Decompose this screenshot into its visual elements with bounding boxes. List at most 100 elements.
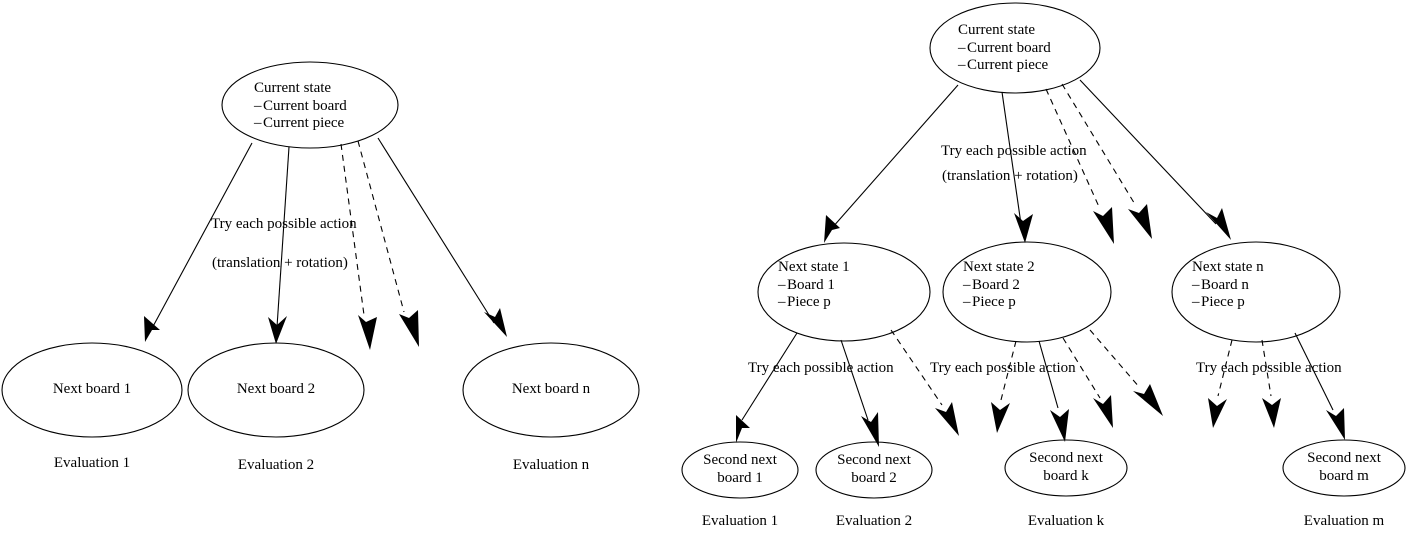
right-edge-s1-3-dashed (890, 329, 943, 406)
right-state-3-line-1: –Board n (1192, 277, 1342, 295)
right-leaf-4-line-2: board m (1319, 467, 1369, 484)
left-leaf-caption-2: Evaluation 2 (237, 457, 315, 473)
bullet-dash-icon: – (254, 115, 262, 132)
left-arrowhead-4 (399, 310, 419, 347)
left-arrowhead-3 (358, 315, 377, 350)
right-level2-edge-label-1: Try each possible action (748, 360, 894, 376)
right-edge-s2-4-dashed (1089, 329, 1141, 389)
bullet-dash-icon: – (778, 294, 786, 311)
left-leaf-ellipse-1 (1, 342, 183, 438)
right-arrowhead-s1-2 (861, 412, 879, 447)
right-arrowhead-s3-1 (1208, 398, 1227, 428)
right-state-3-line-2: –Piece p (1192, 294, 1342, 312)
right-state-2-line-2-text: Piece p (972, 294, 1016, 311)
right-leaf-caption-3: Evaluation k (1027, 513, 1105, 529)
left-root-title: Current state (254, 80, 332, 96)
left-root-line-2-text: Current piece (263, 115, 345, 132)
left-edge-3-dashed (340, 143, 365, 316)
right-leaf-4-line-1: Second next (1307, 450, 1381, 466)
right-root-line-2-text: Current piece (967, 57, 1049, 74)
left-leaf-ellipse-3 (462, 342, 640, 438)
left-leaf-caption-3: Evaluation n (512, 457, 590, 473)
right-arrowhead-s1-1 (736, 415, 750, 443)
right-edge-s3-1-dashed (1217, 339, 1233, 397)
left-leaf-label-3: Next board n (511, 381, 591, 397)
right-leaf-1-line-1: Second next (703, 452, 777, 468)
left-leaf-label-2: Next board 2 (236, 381, 316, 397)
left-arrowhead-2 (268, 316, 287, 344)
bullet-dash-icon: – (958, 57, 966, 74)
left-root-line-1: –Current board (254, 98, 410, 116)
right-state-label-2: Next state 2 –Board 2 –Piece p (963, 259, 1113, 312)
right-edge-root-2 (1001, 91, 1022, 225)
left-arrowhead-5 (484, 308, 507, 337)
right-edge-s1-2 (840, 339, 869, 421)
right-root-title: Current state (958, 22, 1036, 38)
right-state-label-3: Next state n –Board n –Piece p (1192, 259, 1342, 312)
right-root-line-1: –Current board (958, 40, 1118, 58)
right-leaf-2-line-1: Second next (837, 452, 911, 468)
left-root-ellipse (221, 61, 399, 149)
right-state-ellipse-3 (1171, 241, 1341, 343)
bullet-dash-icon: – (963, 276, 971, 293)
bullet-dash-icon: – (1192, 276, 1200, 293)
right-state-3-line-1-text: Board n (1201, 276, 1249, 293)
right-leaf-label-2: Second next board 2 (816, 452, 932, 487)
left-edge-1 (149, 142, 253, 333)
left-root-line-2: –Current piece (254, 115, 410, 133)
right-state-1-line-1: –Board 1 (778, 277, 928, 295)
right-edge-root-5 (1079, 79, 1217, 225)
right-edge-s3-3 (1294, 332, 1334, 411)
right-edge-s1-1 (741, 332, 798, 421)
right-arrowhead-root-1 (824, 215, 840, 243)
right-state-label-1: Next state 1 –Board 1 –Piece p (778, 259, 928, 312)
right-arrowhead-s3-3 (1326, 408, 1345, 440)
right-state-1-line-1-text: Board 1 (787, 276, 835, 293)
right-arrowhead-root-5 (1206, 208, 1231, 240)
right-level2-edge-label-3: Try each possible action (1196, 360, 1342, 376)
right-leaf-ellipse-2 (815, 441, 933, 499)
right-state-2-line-1-text: Board 2 (972, 276, 1020, 293)
right-leaf-1-line-2: board 1 (717, 469, 763, 486)
bullet-dash-icon: – (958, 39, 966, 56)
right-state-2-line-1: –Board 2 (963, 277, 1113, 295)
right-edge-label-line-1: Try each possible action (941, 143, 1087, 159)
right-arrowhead-root-3 (1093, 207, 1114, 244)
right-edge-label-line-2: (translation + rotation) (942, 168, 1078, 184)
left-leaf-label-1: Next board 1 (52, 381, 132, 397)
right-level2-edge-label-2: Try each possible action (930, 360, 1076, 376)
bullet-dash-icon: – (254, 97, 262, 114)
right-state-3-line-2-text: Piece p (1201, 294, 1245, 311)
right-arrowhead-s2-1 (991, 402, 1010, 433)
right-arrowhead-s2-4 (1133, 384, 1163, 416)
right-arrowhead-s3-2 (1262, 398, 1281, 428)
right-edge-s3-2-dashed (1261, 339, 1272, 397)
right-state-1-title: Next state 1 (778, 259, 850, 275)
right-leaf-label-3: Second next board k (1005, 450, 1127, 485)
left-edge-5 (377, 137, 495, 324)
left-leaf-caption-1: Evaluation 1 (53, 455, 131, 471)
right-leaf-3-line-1: Second next (1029, 450, 1103, 466)
left-edge-2 (276, 146, 290, 328)
right-root-line-2: –Current piece (958, 57, 1118, 75)
right-state-ellipse-1 (757, 242, 931, 342)
right-leaf-ellipse-1 (681, 441, 799, 499)
right-edge-root-4-dashed (1061, 83, 1137, 207)
right-arrowhead-s2-3 (1093, 395, 1113, 428)
right-state-3-title: Next state n (1192, 259, 1264, 275)
right-state-1-line-2-text: Piece p (787, 294, 831, 311)
right-edge-root-1 (831, 84, 959, 229)
left-root-line-1-text: Current board (263, 97, 347, 114)
right-root-label: Current state –Current board –Current pi… (940, 22, 1118, 75)
left-arrowhead-1 (144, 316, 160, 342)
right-arrowhead-s1-3 (935, 402, 959, 436)
right-arrowhead-root-2 (1014, 213, 1033, 243)
left-edge-label-line-2: (translation + rotation) (212, 255, 348, 271)
right-leaf-label-4: Second next board m (1283, 450, 1405, 485)
right-edge-s2-2 (1038, 340, 1059, 409)
right-state-ellipse-2 (942, 241, 1112, 343)
right-arrowhead-s2-2 (1050, 409, 1069, 442)
bullet-dash-icon: – (1192, 294, 1200, 311)
